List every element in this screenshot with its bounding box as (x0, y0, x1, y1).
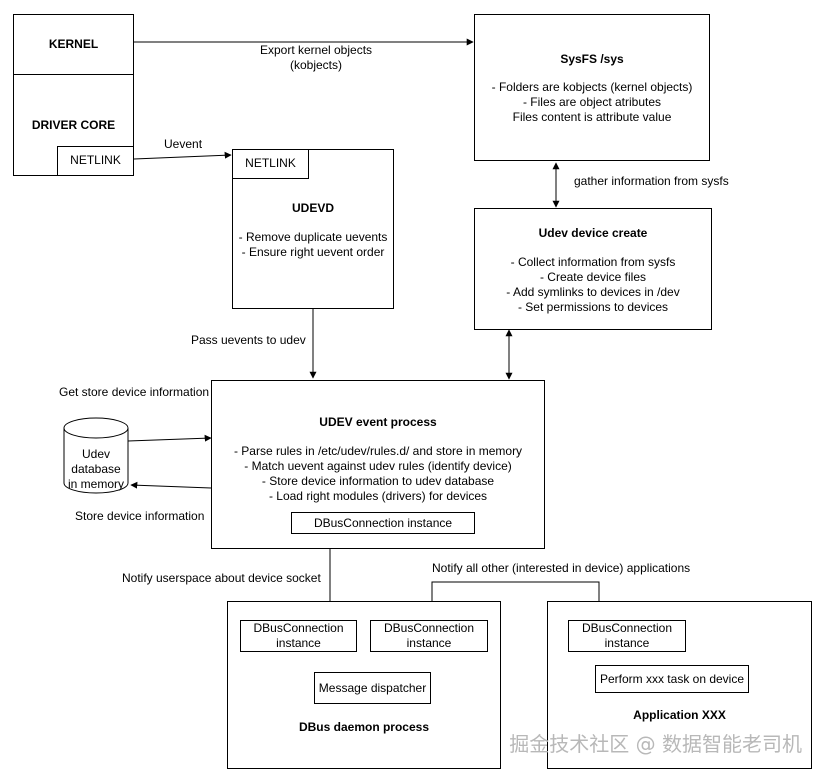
gather-sysfs-label: gather information from sysfs (574, 174, 729, 188)
udev-create-box (474, 208, 712, 330)
app-task-box (595, 665, 749, 693)
event-process-line: - Parse rules in /etc/udev/rules.d/ and … (233, 444, 523, 458)
application-title: Application XXX (633, 708, 726, 722)
event-process-line: - Load right modules (drivers) for devic… (268, 489, 488, 503)
event-process-box (211, 380, 545, 549)
message-dispatcher-label: Message dispatcher (318, 681, 427, 695)
udevd-description: - Remove duplicate uevents - Ensure righ… (232, 230, 394, 260)
message-dispatcher-box (314, 672, 431, 704)
database-line: database (71, 462, 121, 476)
app-conn-line: instance (604, 636, 650, 650)
uevent-label: Uevent (164, 137, 203, 151)
driver-core-title: DRIVER CORE (31, 118, 116, 132)
udevd-netlink-label: NETLINK (245, 156, 296, 170)
dbus-daemon-title: DBus daemon process (298, 720, 430, 734)
udev-create-line: - Collect information from sysfs (510, 255, 676, 269)
notify-socket-label: Notify userspace about device socket (122, 571, 321, 585)
udev-database-label: Udev database in memory (64, 447, 128, 492)
udev-create-line: - Set permissions to devices (517, 300, 669, 314)
udev-create-line: - Add symlinks to devices in /dev (506, 285, 680, 299)
udevd-netlink-box (232, 149, 309, 179)
dbus-conn-label-2: DBusConnection instance (370, 621, 488, 651)
kernel-title: KERNEL (48, 37, 99, 51)
kernel-netlink-box (57, 146, 134, 176)
sysfs-line: - Files are object atributes (522, 95, 662, 109)
export-line: Export kernel objects (259, 43, 373, 57)
export-line: (kobjects) (289, 58, 342, 72)
database-line: in memory (67, 477, 124, 491)
udevd-line: - Remove duplicate uevents (238, 230, 388, 244)
event-process-title: UDEV event process (319, 415, 437, 429)
export-kobjects-label: Export kernel objects (kobjects) (236, 43, 396, 73)
dbus-conn-line: DBusConnection (253, 621, 344, 635)
app-conn-box (568, 620, 686, 652)
dbus-conn-line: instance (276, 636, 321, 650)
pass-uevents-label: Pass uevents to udev (191, 333, 306, 347)
udev-create-title: Udev device create (538, 226, 648, 240)
sysfs-title: SysFS /sys (560, 52, 624, 66)
app-conn-line: DBusConnection (581, 621, 673, 635)
get-store-arrow (127, 434, 212, 442)
sysfs-line: Files content is attribute value (512, 110, 672, 124)
udev-create-description: - Collect information from sysfs - Creat… (474, 255, 712, 315)
kernel-netlink-label: NETLINK (70, 153, 121, 167)
udevd-title: UDEVD (291, 201, 334, 215)
get-store-label: Get store device information (59, 385, 210, 399)
app-task-label: Perform xxx task on device (599, 672, 745, 686)
event-process-dbus-label: DBusConnection instance (313, 516, 453, 530)
udevd-line: - Ensure right uevent order (241, 245, 385, 259)
kernel-box (13, 14, 134, 75)
dbus-conn-box-2 (370, 620, 488, 652)
sysfs-line: - Folders are kobjects (kernel objects) (491, 80, 693, 94)
dbus-conn-line: instance (406, 636, 452, 650)
event-process-description: - Parse rules in /etc/udev/rules.d/ and … (211, 444, 545, 504)
notify-all-arrow (428, 581, 603, 620)
event-process-line: - Match uevent against udev rules (ident… (244, 459, 512, 473)
store-info-arrow (130, 481, 212, 489)
dbus-conn-box-1 (240, 620, 357, 652)
dbus-conn-line: DBusConnection (383, 621, 475, 635)
watermark: 掘金技术社区 @ 数据智能老司机 (509, 732, 802, 756)
database-cylinder-shape (63, 417, 129, 494)
event-process-line: - Store device information to udev datab… (261, 474, 495, 488)
dbus-conn-label-1: DBusConnection instance (240, 621, 357, 651)
sysfs-description: - Folders are kobjects (kernel objects) … (474, 80, 710, 125)
app-conn-label: DBusConnection instance (568, 621, 686, 651)
notify-all-label: Notify all other (interested in device) … (432, 561, 691, 575)
database-line: Udev (81, 447, 110, 461)
uevent-arrow (133, 151, 232, 160)
store-info-label: Store device information (75, 509, 205, 523)
udev-create-line: - Create device files (539, 270, 647, 284)
sysfs-box (474, 14, 710, 161)
udevd-box (232, 149, 394, 309)
event-process-dbus-box (291, 512, 475, 534)
